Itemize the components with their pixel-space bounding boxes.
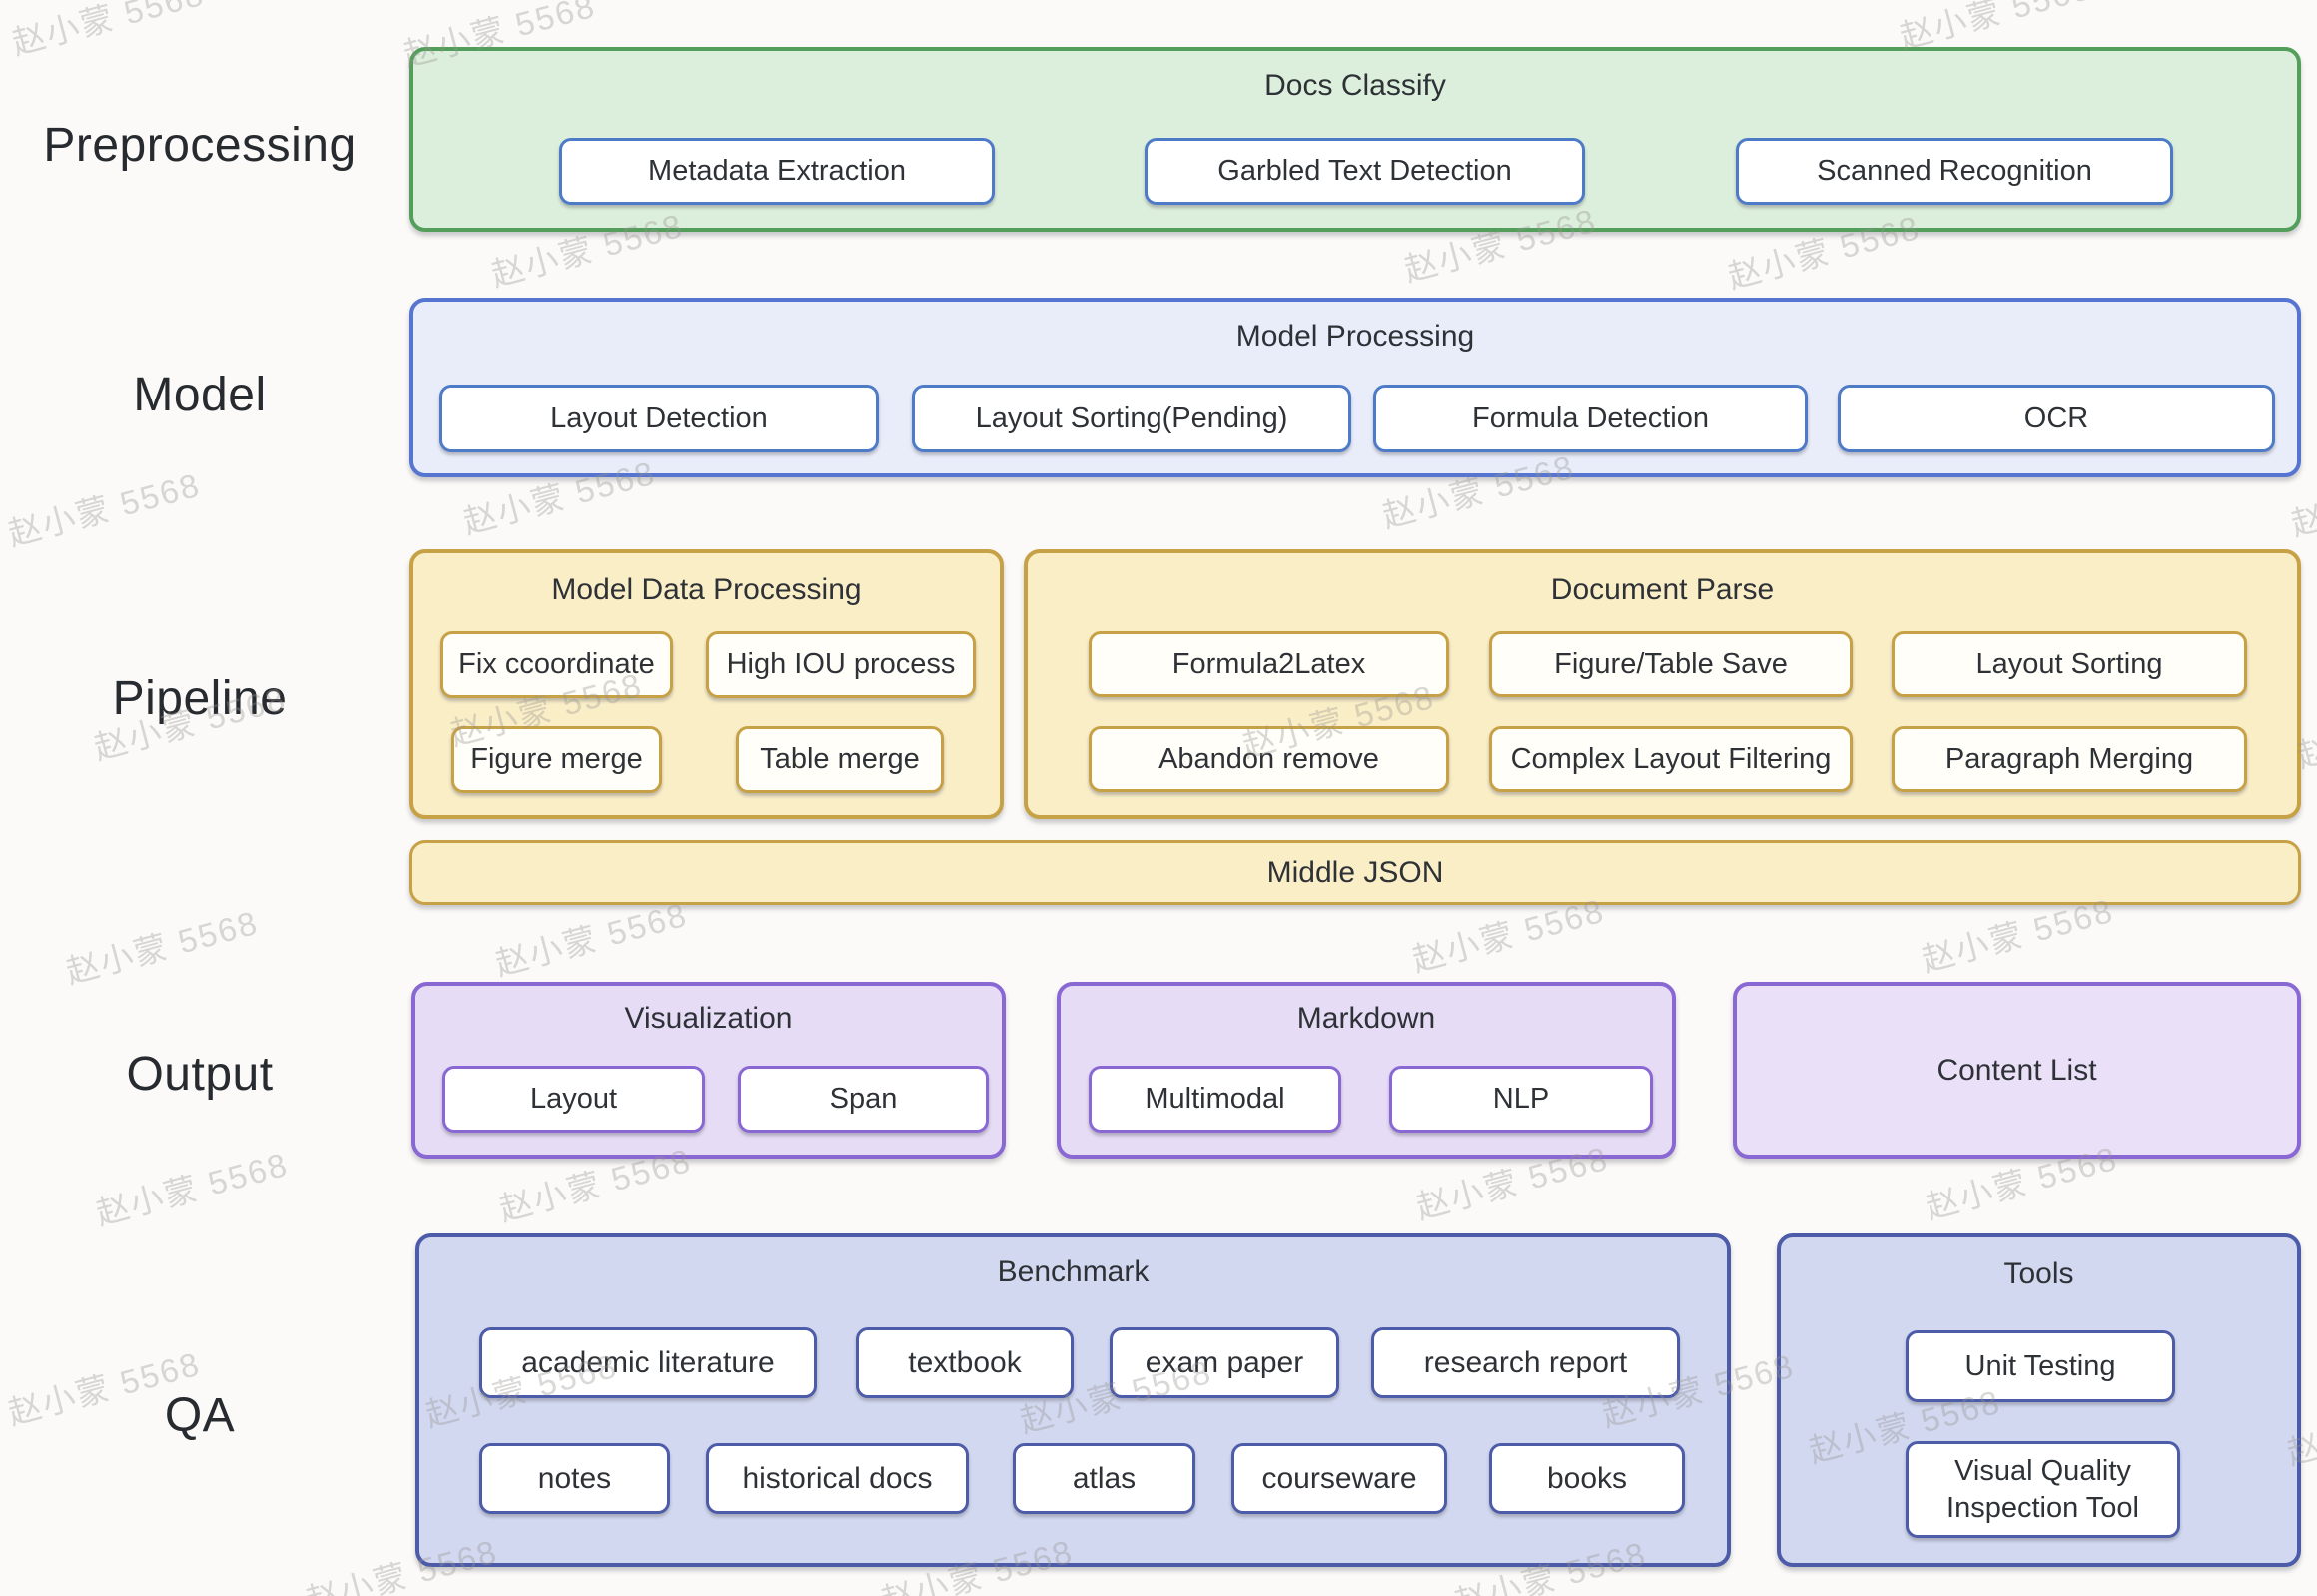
node-exam-paper: exam paper — [1110, 1327, 1339, 1398]
node-metadata-extraction: Metadata Extraction — [559, 138, 995, 205]
section-label-preprocessing: Preprocessing — [43, 119, 357, 172]
content-list-panel: Content List — [1733, 982, 2301, 1159]
benchmark-panel: Benchmark academic literature textbook e… — [415, 1233, 1731, 1567]
section-label-model: Model — [133, 369, 267, 421]
node-paragraph-merging: Paragraph Merging — [1892, 726, 2247, 792]
node-figure-table-save: Figure/Table Save — [1489, 631, 1853, 697]
watermark-text: 赵小蒙 5568 — [92, 1145, 293, 1232]
markdown-panel: Markdown Multimodal NLP — [1057, 982, 1676, 1159]
node-notes: notes — [479, 1443, 670, 1514]
node-academic-literature: academic literature — [479, 1327, 817, 1398]
model-data-processing-panel: Model Data Processing Fix ccoordinate Hi… — [409, 549, 1004, 819]
node-textbook: textbook — [856, 1327, 1074, 1398]
watermark-text: 赵小蒙 5568 — [8, 0, 209, 62]
node-scanned-recognition: Scanned Recognition — [1736, 138, 2173, 205]
node-formula-detection: Formula Detection — [1373, 385, 1808, 452]
section-label-pipeline: Pipeline — [112, 672, 288, 725]
visualization-panel: Visualization Layout Span — [411, 982, 1006, 1159]
middle-json-title: Middle JSON — [1266, 855, 1444, 889]
node-courseware: courseware — [1231, 1443, 1447, 1514]
model-processing-panel: Model Processing Layout Detection Layout… — [409, 298, 2301, 477]
node-span: Span — [738, 1066, 989, 1133]
node-multimodal: Multimodal — [1089, 1066, 1341, 1133]
node-research-report: research report — [1371, 1327, 1680, 1398]
model-data-processing-title: Model Data Processing — [551, 573, 862, 606]
node-layout-sorting-pending: Layout Sorting(Pending) — [912, 385, 1351, 452]
node-visual-quality-inspection-tool: Visual Quality Inspection Tool — [1906, 1441, 2180, 1538]
node-nlp: NLP — [1389, 1066, 1653, 1133]
section-label-output: Output — [126, 1048, 274, 1101]
node-layout-sorting: Layout Sorting — [1892, 631, 2247, 697]
document-parse-panel: Document Parse Formula2Latex Figure/Tabl… — [1024, 549, 2301, 819]
node-table-merge: Table merge — [736, 726, 944, 793]
watermark-text: 赵小蒙 5568 — [4, 465, 205, 553]
section-label-qa: QA — [164, 1389, 236, 1442]
node-figure-merge: Figure merge — [451, 726, 662, 793]
node-layout: Layout — [442, 1066, 705, 1133]
node-historical-docs: historical docs — [706, 1443, 969, 1514]
node-garbled-text-detection: Garbled Text Detection — [1145, 138, 1585, 205]
document-parse-title: Document Parse — [1550, 573, 1775, 606]
watermark-text: 赵小蒙 5568 — [62, 903, 263, 991]
middle-json-bar: Middle JSON — [409, 840, 2301, 905]
node-books: books — [1489, 1443, 1685, 1514]
node-atlas: atlas — [1013, 1443, 1195, 1514]
tools-title: Tools — [2003, 1257, 2074, 1290]
content-list-title: Content List — [1936, 1053, 2097, 1087]
docs-classify-title: Docs Classify — [1264, 69, 1446, 102]
node-fix-ccoordinate: Fix ccoordinate — [440, 631, 673, 698]
model-processing-title: Model Processing — [1235, 320, 1475, 353]
node-high-iou-process: High IOU process — [706, 631, 976, 698]
visualization-title: Visualization — [624, 1002, 793, 1035]
node-complex-layout-filtering: Complex Layout Filtering — [1489, 726, 1853, 792]
tools-panel: Tools Unit Testing Visual Quality Inspec… — [1777, 1233, 2301, 1567]
node-layout-detection: Layout Detection — [439, 385, 879, 452]
node-unit-testing: Unit Testing — [1906, 1330, 2175, 1402]
docs-classify-panel: Docs Classify Metadata Extraction Garble… — [409, 47, 2301, 232]
benchmark-title: Benchmark — [997, 1255, 1150, 1288]
node-abandon-remove: Abandon remove — [1089, 726, 1449, 792]
markdown-title: Markdown — [1296, 1002, 1436, 1035]
node-ocr: OCR — [1838, 385, 2275, 452]
node-formula2latex: Formula2Latex — [1089, 631, 1449, 697]
